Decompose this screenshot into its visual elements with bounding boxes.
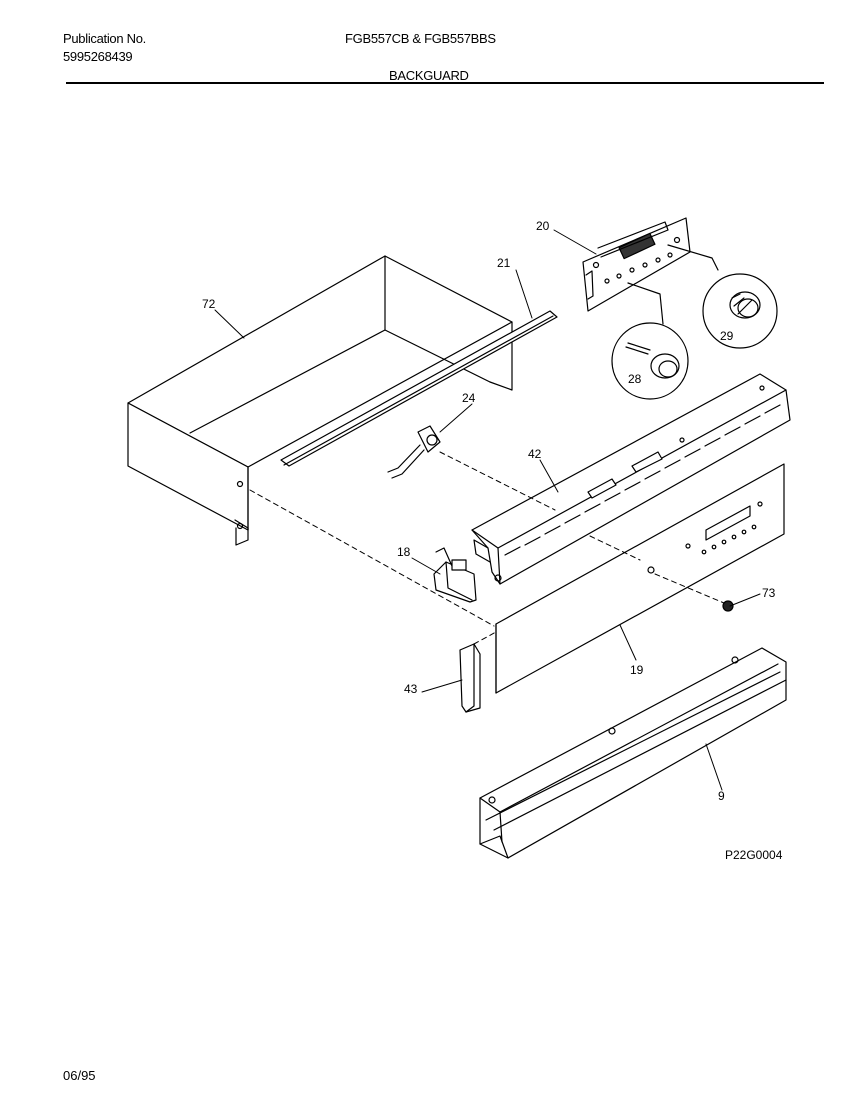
section-title: BACKGUARD bbox=[389, 68, 469, 83]
footer-date: 06/95 bbox=[63, 1068, 96, 1083]
part-73-screw bbox=[722, 600, 734, 612]
callout-18: 18 bbox=[397, 545, 411, 559]
callout-9: 9 bbox=[718, 789, 725, 803]
part-9-trim-strip bbox=[479, 647, 787, 859]
alignment-lines bbox=[249, 451, 725, 645]
leader-lines bbox=[214, 229, 761, 791]
part-20-control-board bbox=[582, 217, 691, 312]
part-24-switch bbox=[387, 425, 441, 479]
part-18-end-cap bbox=[433, 547, 502, 603]
callout-29: 29 bbox=[720, 329, 734, 343]
callout-20: 20 bbox=[536, 219, 550, 233]
callout-73: 73 bbox=[762, 586, 776, 600]
part-43-bracket bbox=[459, 643, 481, 713]
part-28-knob-shaft-detail bbox=[611, 282, 689, 400]
header-rule bbox=[66, 82, 824, 84]
callout-42: 42 bbox=[528, 447, 542, 461]
callout-21: 21 bbox=[497, 256, 511, 270]
part-19-front-panel bbox=[495, 463, 785, 694]
part-21-rod bbox=[280, 310, 558, 467]
part-72-backguard-box bbox=[127, 255, 513, 546]
publication-number: 5995268439 bbox=[63, 49, 133, 64]
callout-labels: 20 21 72 29 28 24 42 18 73 19 43 9 bbox=[202, 219, 776, 803]
part-42-vented-panel bbox=[471, 373, 791, 585]
model-numbers: FGB557CB & FGB557BBS bbox=[345, 31, 496, 46]
publication-label: Publication No. bbox=[63, 31, 146, 46]
callout-28: 28 bbox=[628, 372, 642, 386]
callout-24: 24 bbox=[462, 391, 476, 405]
callout-43: 43 bbox=[404, 682, 418, 696]
callout-19: 19 bbox=[630, 663, 644, 677]
callout-72: 72 bbox=[202, 297, 216, 311]
part-29-knob-detail bbox=[667, 244, 778, 349]
figure-code: P22G0004 bbox=[725, 848, 783, 862]
